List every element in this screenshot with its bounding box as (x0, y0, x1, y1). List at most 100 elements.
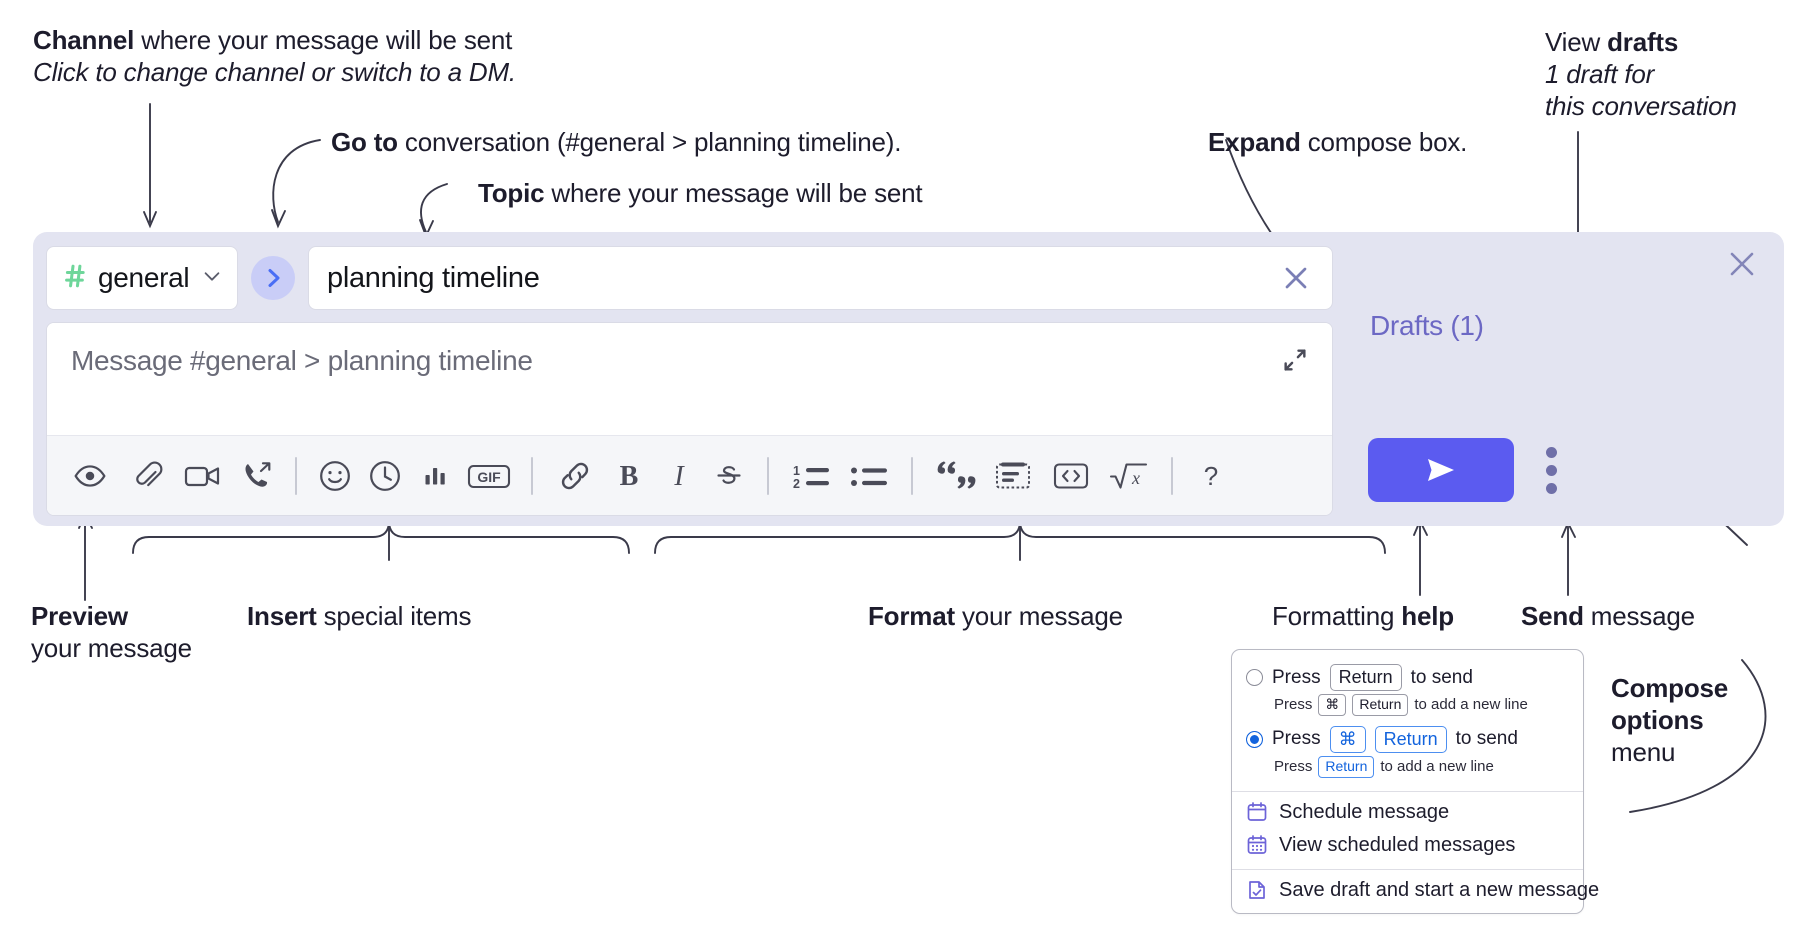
menu-item-view-scheduled[interactable]: View scheduled messages (1232, 829, 1583, 862)
send-option-cmd-return[interactable]: Press ⌘ Return to send (1232, 722, 1583, 755)
link-icon[interactable] (546, 449, 604, 503)
send-option-return[interactable]: Press Return to send (1232, 660, 1583, 693)
toolbar-separator (531, 456, 533, 495)
annotation-format-rest: your message (954, 601, 1123, 631)
annotation-drafts-lead: View (1545, 27, 1608, 57)
go-to-conversation-button[interactable] (251, 256, 295, 300)
annotation-preview-rest: your message (31, 633, 192, 664)
phone-forward-icon[interactable] (232, 449, 282, 503)
annotation-send: Send message (1521, 600, 1695, 632)
hint-pre: Press (1274, 758, 1313, 776)
menu-divider (1232, 790, 1583, 792)
topic-input[interactable]: planning timeline (308, 246, 1333, 310)
hint-post: to add a new line (1380, 758, 1494, 776)
gif-icon[interactable]: GIF (460, 449, 518, 503)
menu-item-label: View scheduled messages (1279, 833, 1516, 856)
send-option-cmd-hint: Press Return to add a new line (1232, 755, 1583, 784)
message-box: Message #general > planning timeline (46, 322, 1333, 516)
math-sqrt-icon[interactable]: x (1100, 449, 1158, 503)
toolbar-separator (1171, 456, 1173, 495)
help-label: ? (1204, 461, 1218, 491)
annotation-compose-options: Compose options menu (1611, 672, 1728, 769)
send-button[interactable] (1368, 438, 1514, 502)
annotation-drafts: View drafts 1 draft for this conversatio… (1545, 26, 1737, 123)
menu-item-save-draft[interactable]: Save draft and start a new message (1232, 874, 1599, 907)
close-icon[interactable] (1276, 258, 1316, 298)
annotation-help-lead: Formatting (1272, 601, 1402, 631)
send-icon (1428, 459, 1454, 481)
bulleted-list-icon[interactable] (840, 449, 898, 503)
expand-diagonal-icon[interactable] (1276, 341, 1314, 379)
hint-pre: Press (1274, 696, 1313, 714)
document-check-icon (1246, 879, 1268, 901)
bar-chart-icon[interactable] (410, 449, 460, 503)
strikethrough-icon[interactable] (704, 449, 754, 503)
annotation-channel-rest: where your message will be sent (134, 25, 513, 55)
message-input[interactable]: Message #general > planning timeline (47, 323, 1332, 435)
annotation-expand: Expand compose box. (1208, 126, 1467, 158)
topic-value: planning timeline (327, 261, 540, 294)
annotation-help: Formatting help (1272, 600, 1454, 632)
ordered-list-icon[interactable]: 1 2 (782, 449, 840, 503)
keycap-command: ⌘ (1329, 725, 1366, 753)
code-icon[interactable] (1042, 449, 1100, 503)
annotation-expand-bold: Expand (1208, 127, 1301, 157)
drafts-link[interactable]: Drafts (1) (1370, 310, 1484, 341)
annotation-goto-rest: conversation (#general > planning timeli… (397, 127, 902, 157)
annotation-goto: Go to conversation (#general > planning … (331, 126, 901, 158)
menu-item-schedule-message[interactable]: Schedule message (1232, 796, 1583, 829)
clock-icon[interactable] (360, 449, 410, 503)
annotation-expand-rest: compose box. (1300, 127, 1468, 157)
italic-icon[interactable]: I (654, 449, 704, 503)
send-option-return-hint: Press ⌘ Return to add a new line (1232, 693, 1583, 722)
annotation-insert: Insert special items (247, 600, 472, 632)
annotation-format: Format your message (868, 600, 1123, 632)
menu-item-label: Save draft and start a new message (1279, 878, 1600, 901)
question-mark-icon[interactable]: ? (1186, 449, 1236, 503)
emoji-smiley-icon[interactable] (310, 449, 360, 503)
blockquote-icon[interactable] (926, 449, 984, 503)
annotation-drafts-bold: drafts (1607, 27, 1679, 57)
annotation-help-bold: help (1401, 601, 1454, 631)
annotation-goto-bold: Go to (331, 127, 398, 157)
bold-icon[interactable]: B (604, 449, 654, 503)
send-option-cmd-post: to send (1455, 728, 1518, 750)
composer-header: general planning timeline (46, 242, 1333, 314)
annotation-drafts-italic-2: this conversation (1545, 91, 1737, 122)
keycap-return: Return (1318, 755, 1375, 778)
annotation-insert-rest: special items (316, 601, 472, 631)
annotation-preview-bold: Preview (31, 601, 128, 631)
video-camera-icon[interactable] (174, 449, 232, 503)
keycap-command: ⌘ (1318, 694, 1347, 716)
paperclip-icon[interactable] (124, 449, 174, 503)
bold-label: B (620, 461, 639, 492)
menu-item-label: Schedule message (1279, 800, 1450, 823)
annotation-insert-bold: Insert (247, 601, 317, 631)
eye-icon[interactable] (65, 449, 115, 503)
keycap-return: Return (1374, 725, 1447, 753)
radio-cmd-return[interactable] (1246, 730, 1263, 748)
italic-label: I (673, 461, 685, 492)
ordered-list-num-1: 1 (793, 464, 800, 478)
channel-name: general (98, 262, 190, 293)
more-vertical-icon[interactable] (1532, 440, 1570, 500)
keycap-return: Return (1352, 694, 1409, 716)
radio-return[interactable] (1246, 669, 1263, 687)
toolbar-separator (295, 456, 297, 495)
send-option-return-pre: Press (1272, 666, 1321, 688)
calendar-list-icon (1246, 834, 1268, 856)
annotation-channel: Channel where your message will be sent … (33, 24, 516, 88)
send-option-return-post: to send (1410, 666, 1473, 688)
keycap-return: Return (1329, 664, 1402, 692)
calendar-icon (1246, 801, 1268, 823)
code-block-icon[interactable] (984, 449, 1042, 503)
annotation-send-rest: message (1583, 601, 1695, 631)
annotation-send-bold: Send (1521, 601, 1584, 631)
channel-picker[interactable]: general (46, 246, 238, 310)
menu-divider (1232, 868, 1583, 870)
annotation-format-bold: Format (868, 601, 955, 631)
close-icon[interactable] (1722, 244, 1762, 284)
annotation-topic-bold: Topic (478, 178, 545, 208)
annotation-drafts-italic-1: 1 draft for (1545, 59, 1655, 90)
